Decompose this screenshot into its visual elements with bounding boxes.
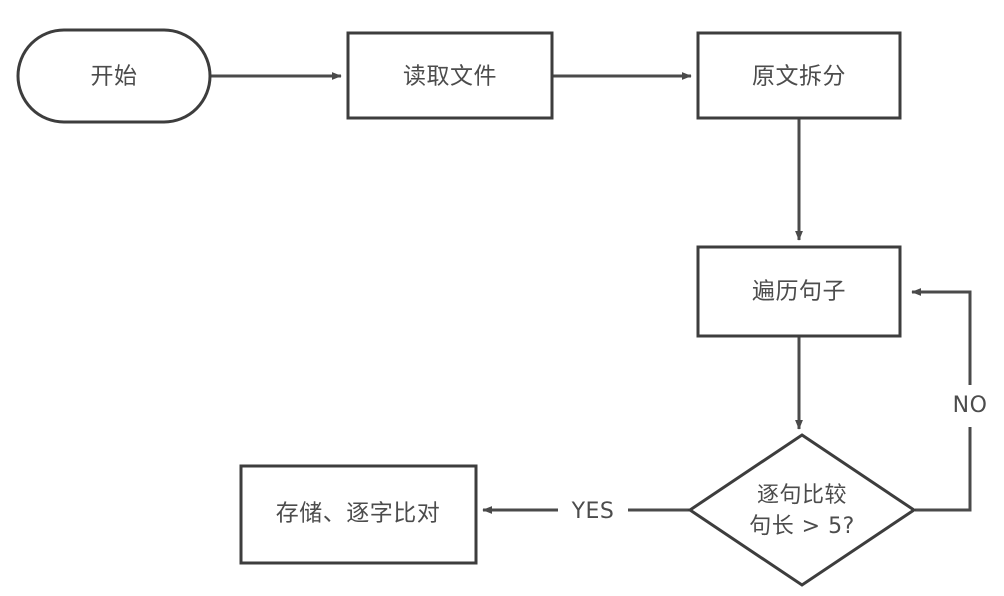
edge-path-no-upper: [911, 288, 972, 385]
node-read-file-shape[interactable]: [346, 31, 554, 120]
node-compare-decision-label-line1: 逐句比较: [757, 483, 847, 508]
node-iterate-sentences-shape[interactable]: [696, 245, 902, 338]
node-store-compare-label: 存储、逐字比对: [276, 501, 441, 527]
node-iterate-sentences-label: 遍历句子: [752, 279, 846, 305]
edge-label-yes: YES: [571, 499, 615, 524]
node-iterate-sentences[interactable]: 遍历句子: [696, 245, 902, 338]
node-split-text[interactable]: 原文拆分: [696, 31, 902, 120]
edge-decision-to-store-yes: YES: [482, 499, 690, 524]
node-start[interactable]: 开始: [16, 28, 212, 124]
edge-label-no: NO: [953, 393, 988, 418]
node-start-label: 开始: [91, 64, 138, 90]
node-split-text-shape[interactable]: [696, 31, 902, 120]
node-start-shape[interactable]: [16, 28, 212, 124]
node-compare-decision[interactable]: 逐句比较 句长 > 5?: [687, 433, 917, 587]
node-read-file-label: 读取文件: [403, 64, 497, 90]
node-read-file[interactable]: 读取文件: [346, 31, 554, 120]
node-compare-decision-shape[interactable]: [687, 433, 917, 587]
node-store-compare-shape[interactable]: [239, 464, 478, 565]
node-compare-decision-label-line2: 句长 > 5?: [749, 514, 855, 539]
edge-path-no-lower: [915, 427, 972, 512]
edge-decision-to-iterate-no-loop: NO: [911, 288, 988, 512]
node-split-text-label: 原文拆分: [752, 64, 846, 90]
node-store-compare[interactable]: 存储、逐字比对: [239, 464, 478, 565]
